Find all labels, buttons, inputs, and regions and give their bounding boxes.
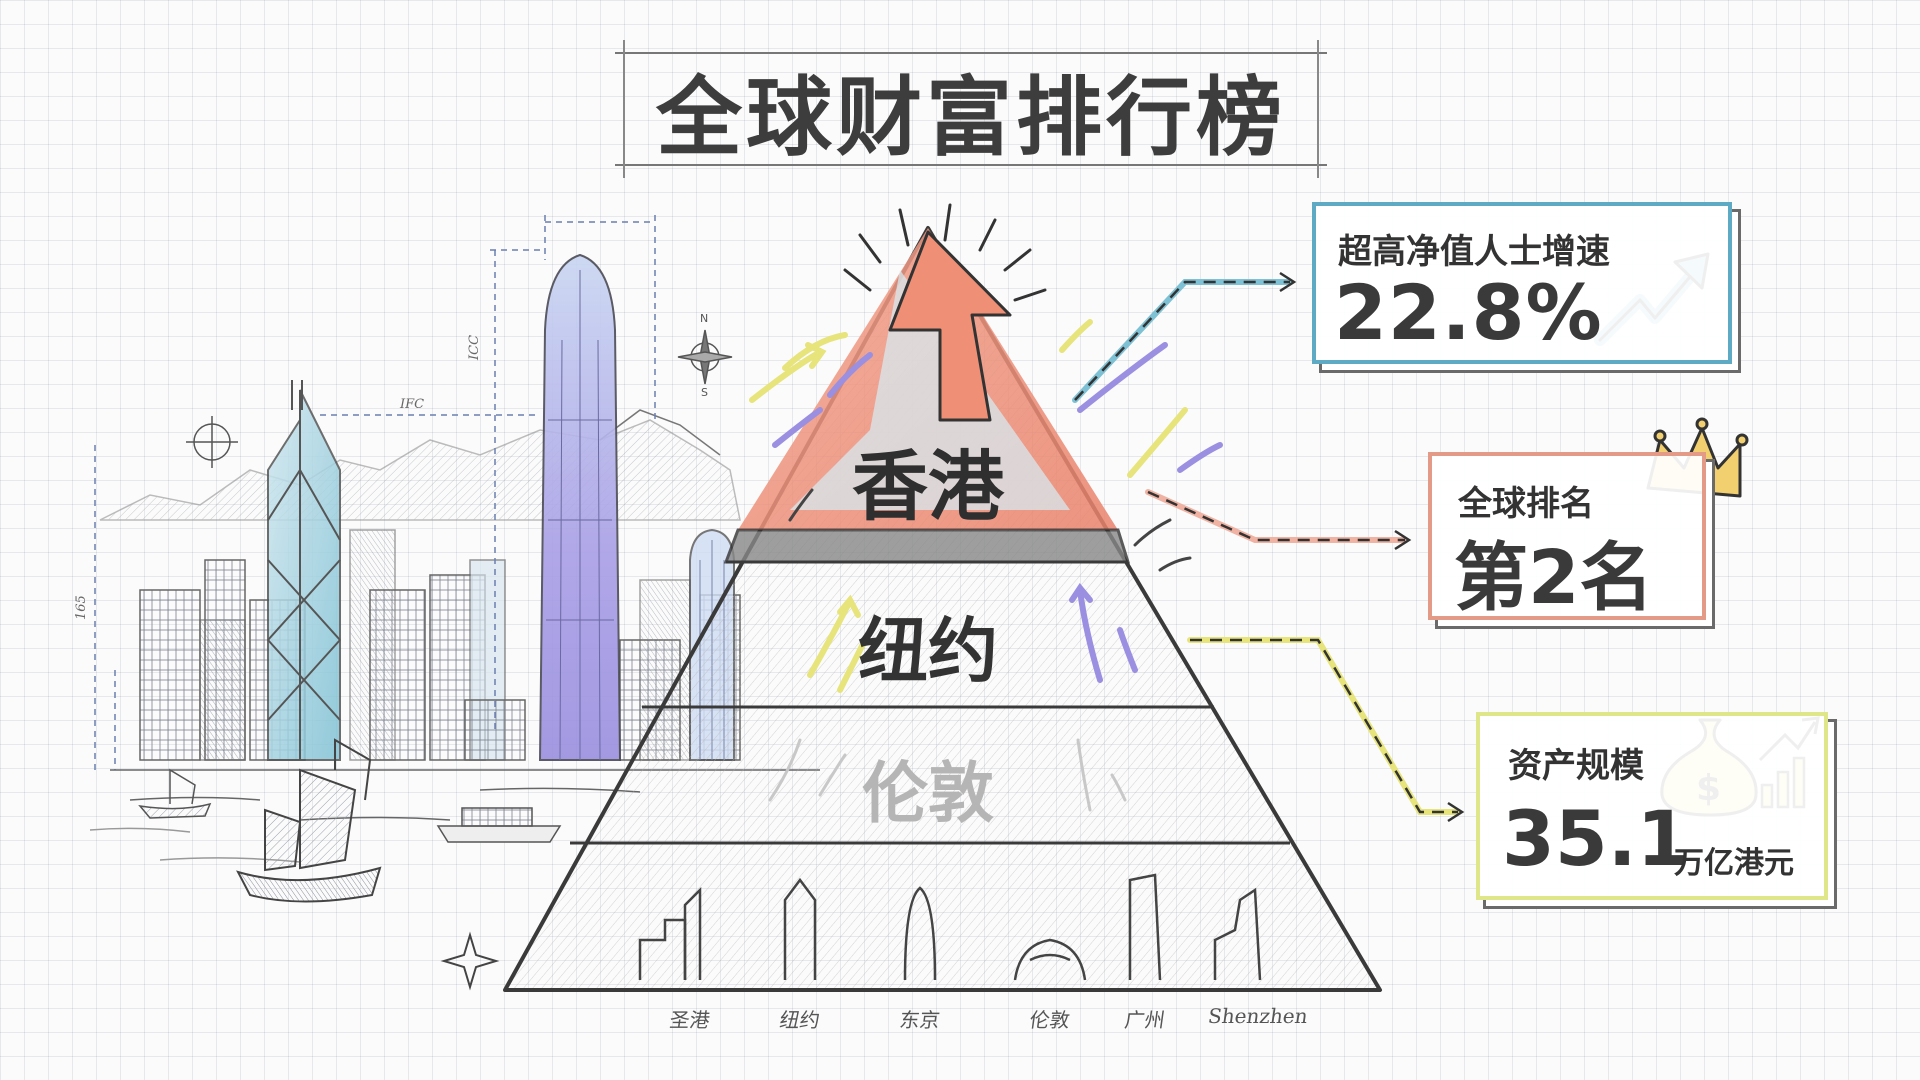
peak-burst bbox=[843, 203, 1047, 302]
base-city-label: 东京 bbox=[898, 1008, 942, 1032]
landmark-2 bbox=[783, 877, 817, 980]
peak-arrow bbox=[888, 230, 1012, 422]
sparkle-icon bbox=[440, 931, 500, 991]
title-frame: 全球财富排行榜 bbox=[615, 40, 1327, 178]
base-city-label: Shenzhen bbox=[1206, 1004, 1310, 1028]
landmark-4 bbox=[1013, 938, 1087, 981]
connector-assets bbox=[1187, 637, 1461, 815]
small-boat bbox=[138, 768, 212, 819]
base-city-label: 圣港 bbox=[668, 1008, 712, 1032]
landmark-5 bbox=[1128, 873, 1162, 981]
growth-value: 22.8% bbox=[1334, 268, 1603, 357]
landmark-3 bbox=[903, 886, 937, 981]
base-landmarks bbox=[638, 873, 1262, 981]
rank-label: 全球排名 bbox=[1458, 484, 1594, 524]
landmark-6 bbox=[1213, 887, 1262, 981]
connector-growth bbox=[1072, 279, 1293, 403]
tier-3-label: 伦敦 bbox=[862, 755, 994, 832]
growth-stat-card: 超高净值人士增速 22.8% bbox=[1312, 202, 1732, 364]
ferry-boat bbox=[436, 807, 562, 843]
tier-2-arrows bbox=[807, 582, 1138, 693]
junk-boat bbox=[236, 738, 382, 903]
tier-1-inner bbox=[790, 270, 1070, 510]
rank-value: 第2名 bbox=[1454, 535, 1654, 621]
bank-of-china-tower bbox=[267, 380, 341, 761]
dim-label-165: 165 bbox=[74, 595, 89, 620]
dim-label-ifc: IFC bbox=[399, 397, 424, 412]
compass-n: N bbox=[700, 312, 708, 325]
growth-label: 超高净值人士增速 bbox=[1338, 232, 1610, 272]
rank-stat-card: 全球排名 第2名 bbox=[1428, 452, 1706, 621]
compass-s: S bbox=[701, 386, 708, 399]
tier-1-label: 香港 bbox=[852, 442, 1004, 531]
peak-arrows-right bbox=[1059, 319, 1223, 572]
pyramid-body bbox=[505, 228, 1380, 990]
dimension-lines bbox=[94, 215, 656, 770]
page-title: 全球财富排行榜 bbox=[656, 67, 1286, 168]
dim-label-icc: ICC bbox=[467, 335, 482, 361]
assets-unit: 万亿港元 bbox=[1674, 846, 1794, 881]
base-city-label: 广州 bbox=[1123, 1008, 1167, 1032]
assets-label: 资产规模 bbox=[1508, 746, 1644, 786]
ifc-tower bbox=[538, 253, 622, 761]
crosshair-icon bbox=[186, 416, 238, 468]
assets-stat-card: 资产规模 35.1 万亿港元 bbox=[1476, 712, 1828, 900]
peak-arrows-left bbox=[749, 332, 873, 522]
assets-value: 35.1 bbox=[1502, 794, 1690, 883]
tier-2-label: 纽约 bbox=[858, 610, 998, 692]
tier-3-arrows bbox=[768, 738, 1127, 812]
base-city-label: 伦敦 bbox=[1028, 1008, 1072, 1032]
base-city-label: 纽约 bbox=[778, 1008, 822, 1032]
compass-icon bbox=[677, 329, 733, 385]
connector-rank bbox=[1145, 489, 1408, 543]
